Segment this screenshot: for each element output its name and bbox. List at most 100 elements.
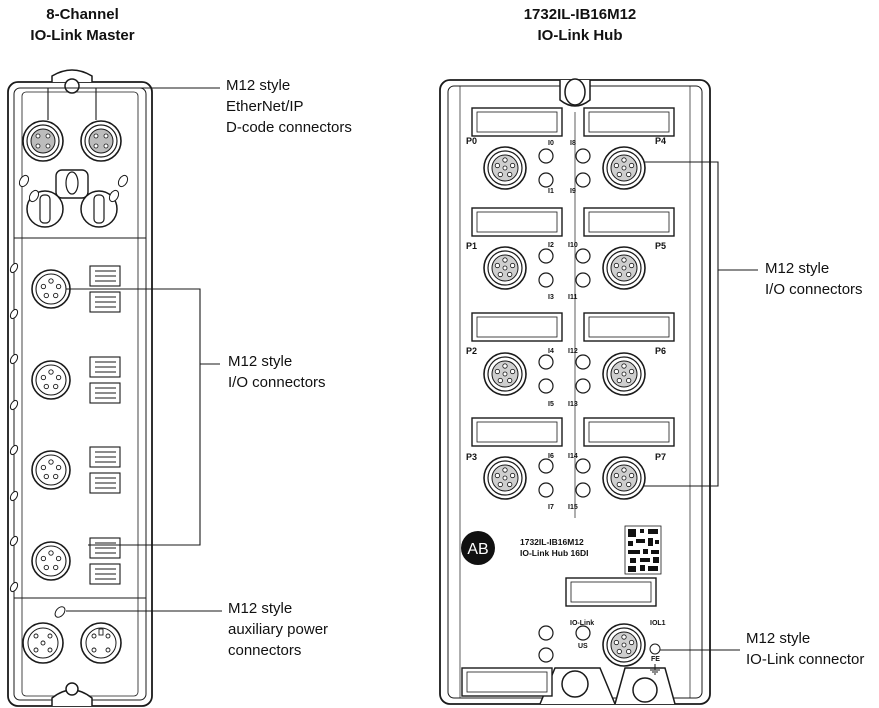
right-io-callout-line1: M12 style — [765, 260, 830, 277]
ab-logo-text: AB — [467, 541, 488, 558]
led-i1 — [538, 172, 554, 188]
port-label-p3: P3 — [466, 452, 477, 462]
led-i11 — [575, 272, 591, 288]
right-leader-lines — [644, 161, 758, 651]
left-io-callout: M12 style I/O connectors — [228, 351, 326, 393]
led-label-i3: I3 — [548, 294, 554, 301]
iolink-callout-line2: IO-Link connector — [746, 651, 865, 668]
led-i8 — [575, 148, 591, 164]
aux-power-connectors — [22, 622, 122, 664]
right-title-line1: 1732IL-IB16M12 — [523, 6, 637, 23]
led-i6 — [538, 458, 554, 474]
right-device-body — [439, 78, 711, 705]
led-i7 — [538, 482, 554, 498]
left-side-leds — [9, 262, 66, 618]
slot-p0 — [471, 107, 563, 137]
us-label: US — [578, 643, 588, 650]
left-io-port-4 — [31, 541, 71, 581]
led-iolink-1 — [538, 625, 554, 641]
slot-p3 — [471, 417, 563, 447]
right-device-title: 1732IL-IB16M12 IO-Link Hub — [500, 4, 660, 46]
led-label-i6: I6 — [548, 453, 554, 460]
aux-power-callout: M12 style auxiliary power connectors — [228, 598, 328, 661]
led-label-i10: I10 — [568, 242, 578, 249]
io-port-p1 — [483, 246, 527, 290]
led-i14 — [575, 458, 591, 474]
iolink-port — [602, 623, 646, 667]
port-label-p2: P2 — [466, 346, 477, 356]
led-i15 — [575, 482, 591, 498]
left-io-port-2 — [31, 360, 71, 400]
left-io-callout-line1: M12 style — [228, 353, 293, 370]
left-io-callout-line2: I/O connectors — [228, 374, 326, 391]
led-i12 — [575, 354, 591, 370]
port-label-p0: P0 — [466, 136, 477, 146]
qr-code — [624, 525, 662, 575]
right-io-callout-line2: I/O connectors — [765, 281, 863, 298]
left-title-line2: IO-Link Master — [30, 27, 135, 44]
port-label-p7: P7 — [655, 452, 666, 462]
led-label-i2: I2 — [548, 242, 554, 249]
aux-power-callout-line1: M12 style — [228, 600, 293, 617]
left-io-port-1 — [31, 269, 71, 309]
slot-p7 — [583, 417, 675, 447]
ab-logo: AB — [461, 531, 495, 565]
product-label-line2: IO-Link Hub 16DI — [520, 548, 588, 558]
slot-p1 — [471, 207, 563, 237]
port-label-p6: P6 — [655, 346, 666, 356]
aux-power-callout-line3: connectors — [228, 642, 302, 659]
io-port-p5 — [602, 246, 646, 290]
fe-label: FE — [651, 656, 660, 663]
led-label-i5: I5 — [548, 401, 554, 408]
right-title-line2: IO-Link Hub — [537, 27, 623, 44]
led-i3 — [538, 272, 554, 288]
ethernet-callout-line2: EtherNet/IP — [226, 98, 304, 115]
led-i4 — [538, 354, 554, 370]
led-label-i9: I9 — [570, 188, 576, 195]
slot-p2 — [471, 312, 563, 342]
right-io-callout: M12 style I/O connectors — [765, 258, 863, 300]
left-device-title: 8-Channel IO-Link Master — [15, 4, 150, 46]
port-label-p4: P4 — [655, 136, 666, 146]
led-label-i7: I7 — [548, 504, 554, 511]
port-label-p1: P1 — [466, 241, 477, 251]
led-i5 — [538, 378, 554, 394]
led-i0 — [538, 148, 554, 164]
ethernet-callout-line1: M12 style — [226, 77, 291, 94]
io-port-p3 — [483, 456, 527, 500]
led-label-i0: I0 — [548, 140, 554, 147]
ethernet-port-1 — [22, 120, 64, 162]
led-label-i11: I11 — [568, 294, 577, 301]
iolink-callout-line1: M12 style — [746, 630, 811, 647]
io-port-p7 — [602, 456, 646, 500]
led-i13 — [575, 378, 591, 394]
slot-bottom — [461, 667, 553, 697]
left-io-port-3 — [31, 450, 71, 490]
led-i2 — [538, 248, 554, 264]
led-label-i12: I12 — [568, 348, 578, 355]
slot-p6 — [583, 312, 675, 342]
slot-p5 — [583, 207, 675, 237]
led-label-i13: I13 — [568, 401, 578, 408]
io-port-p4 — [602, 146, 646, 190]
io-port-p0 — [483, 146, 527, 190]
ethernet-callout: M12 style EtherNet/IP D-code connectors — [226, 75, 352, 138]
led-label-i8: I8 — [570, 140, 576, 147]
product-label-line1: 1732IL-IB16M12 — [520, 537, 584, 547]
led-label-i4: I4 — [548, 348, 554, 355]
led-i10 — [575, 248, 591, 264]
left-title-line1: 8-Channel — [46, 6, 119, 23]
io-port-p6 — [602, 352, 646, 396]
iolink-callout: M12 style IO-Link connector — [746, 628, 864, 670]
led-iolink-2 — [538, 647, 554, 663]
led-iolink-3 — [575, 625, 591, 641]
left-leader-lines — [47, 87, 222, 612]
led-label-i14: I14 — [568, 453, 578, 460]
left-status-leds — [18, 174, 129, 203]
ethernet-port-2 — [80, 120, 122, 162]
led-label-i1: I1 — [548, 188, 554, 195]
port-label-p5: P5 — [655, 241, 666, 251]
led-label-i15: I15 — [568, 504, 578, 511]
ethernet-callout-line3: D-code connectors — [226, 119, 352, 136]
